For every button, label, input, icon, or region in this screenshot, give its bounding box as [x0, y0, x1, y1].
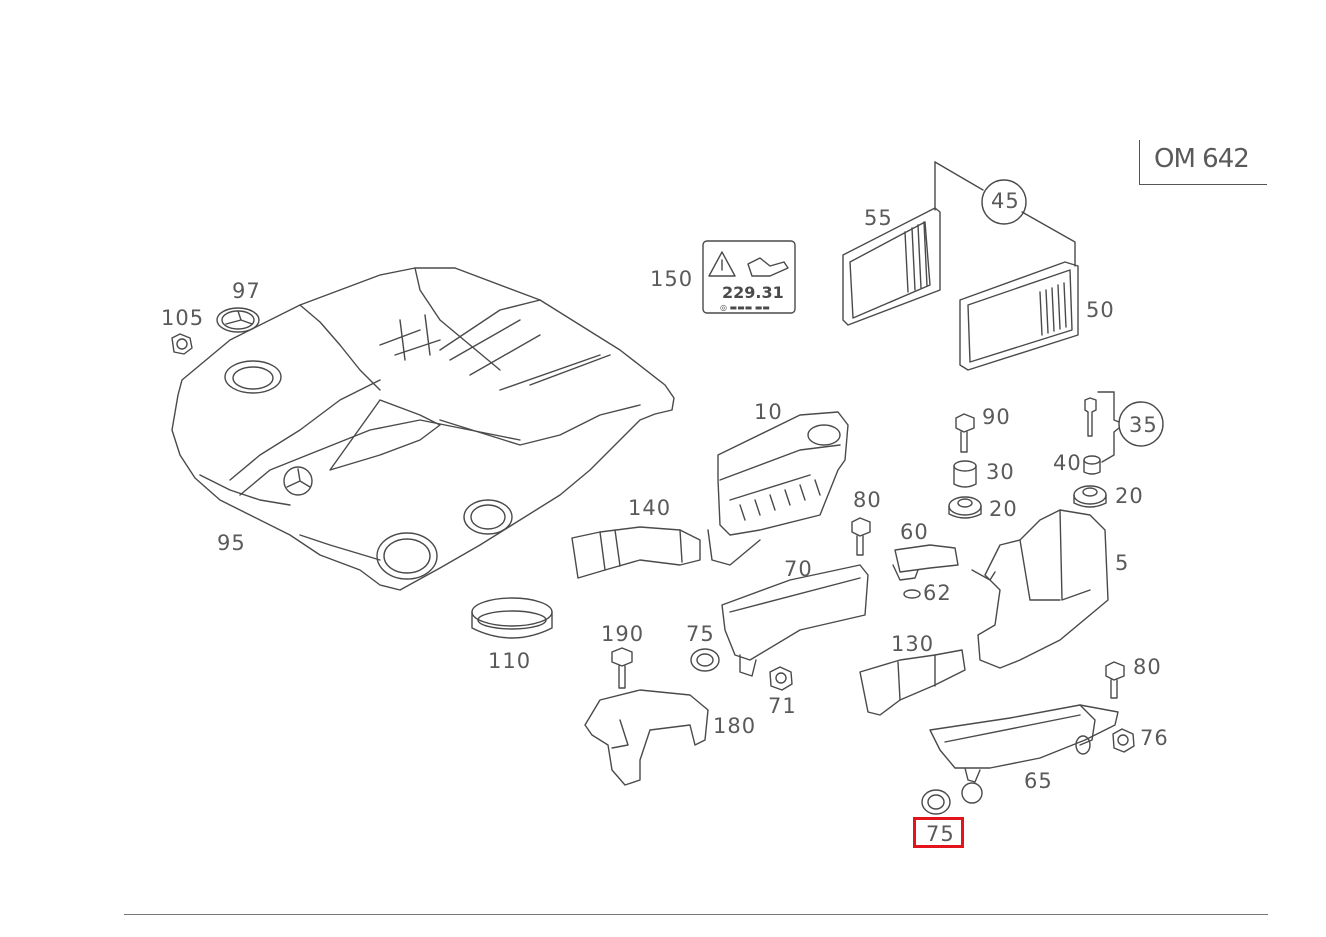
- o-ring-62[interactable]: [903, 589, 921, 599]
- nut-71[interactable]: [769, 666, 793, 691]
- star-emblem-97[interactable]: [216, 307, 260, 333]
- label-part-130[interactable]: 130: [891, 632, 935, 656]
- label-part-76[interactable]: 76: [1140, 726, 1169, 750]
- label-part-95[interactable]: 95: [217, 531, 246, 555]
- intake-duct-70[interactable]: [721, 564, 869, 677]
- label-part-50[interactable]: 50: [1086, 298, 1115, 322]
- oil-spec-label-150[interactable]: [702, 240, 796, 314]
- label-part-20-left[interactable]: 20: [989, 497, 1018, 521]
- label-part-10[interactable]: 10: [754, 400, 783, 424]
- intake-duct-65[interactable]: [929, 704, 1119, 804]
- spacer-40[interactable]: [1083, 455, 1101, 475]
- grommet-110[interactable]: [471, 597, 553, 639]
- intake-pipe-140[interactable]: [571, 526, 701, 579]
- bolt-80-right[interactable]: [1105, 661, 1125, 699]
- air-filter-housing-5[interactable]: [971, 509, 1109, 669]
- grommet-75-upper[interactable]: [690, 648, 720, 672]
- label-part-75-upper[interactable]: 75: [686, 622, 715, 646]
- bolt-190[interactable]: [611, 647, 633, 689]
- oil-spec-subtext-icon: ◎ ▬▬▬ ▬▬: [720, 303, 770, 312]
- label-part-80-right[interactable]: 80: [1133, 655, 1162, 679]
- label-part-62[interactable]: 62: [923, 581, 952, 605]
- label-part-97[interactable]: 97: [232, 279, 261, 303]
- label-part-35[interactable]: 35: [1129, 413, 1158, 437]
- label-part-150[interactable]: 150: [650, 267, 694, 291]
- nut-76[interactable]: [1112, 728, 1135, 753]
- label-part-60[interactable]: 60: [900, 520, 929, 544]
- bolt-80-left[interactable]: [851, 517, 871, 556]
- label-part-40[interactable]: 40: [1053, 451, 1082, 475]
- label-part-90[interactable]: 90: [982, 405, 1011, 429]
- label-part-75-lower[interactable]: 75: [926, 822, 955, 846]
- label-part-180[interactable]: 180: [713, 714, 757, 738]
- heat-shield-180[interactable]: [584, 689, 709, 786]
- label-part-140[interactable]: 140: [628, 496, 672, 520]
- spacer-30[interactable]: [953, 460, 977, 488]
- grommet-20-left[interactable]: [948, 496, 982, 519]
- callout-35: [1084, 391, 1164, 463]
- label-part-190[interactable]: 190: [601, 622, 645, 646]
- intake-pipe-130[interactable]: [859, 649, 966, 716]
- oil-spec-text: 229.31: [722, 283, 784, 302]
- label-part-105[interactable]: 105: [161, 306, 205, 330]
- label-part-5[interactable]: 5: [1115, 551, 1130, 575]
- highlight-box-part-75: [913, 817, 964, 848]
- label-part-45[interactable]: 45: [991, 189, 1020, 213]
- bolt-90[interactable]: [955, 413, 975, 453]
- callout-45: [934, 161, 1076, 267]
- nut-105[interactable]: [171, 333, 193, 355]
- label-part-71[interactable]: 71: [768, 694, 797, 718]
- label-part-20-right[interactable]: 20: [1115, 484, 1144, 508]
- label-part-110[interactable]: 110: [488, 649, 532, 673]
- label-part-65[interactable]: 65: [1024, 769, 1053, 793]
- label-part-30[interactable]: 30: [986, 460, 1015, 484]
- air-filter-housing-10[interactable]: [707, 411, 849, 566]
- sensor-60[interactable]: [892, 544, 959, 581]
- filter-element-50[interactable]: [959, 261, 1079, 371]
- label-part-70[interactable]: 70: [784, 557, 813, 581]
- grommet-20-right[interactable]: [1073, 485, 1107, 508]
- footer-divider: [124, 914, 1268, 915]
- label-part-80-left[interactable]: 80: [853, 488, 882, 512]
- engine-code-label: OM 642: [1139, 140, 1267, 185]
- label-part-55[interactable]: 55: [864, 206, 893, 230]
- grommet-75-lower[interactable]: [921, 789, 951, 815]
- engine-cover-95[interactable]: [171, 267, 675, 591]
